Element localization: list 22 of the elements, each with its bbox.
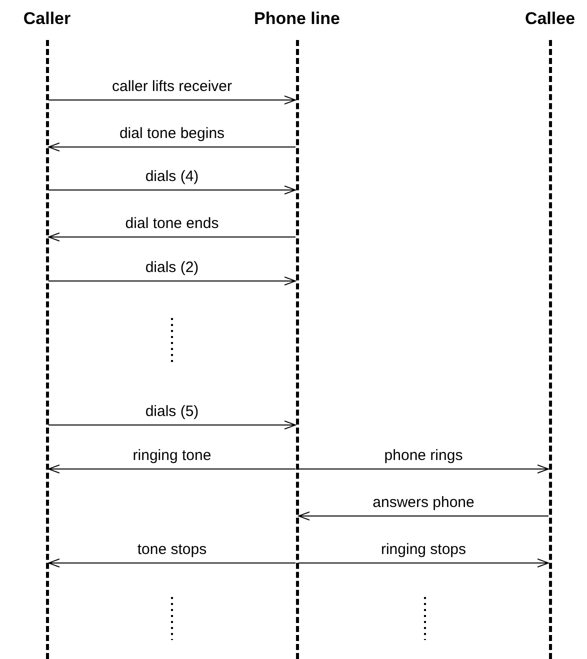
lifeline-title: Caller xyxy=(22,8,72,30)
message-label: tone stops xyxy=(135,541,209,559)
message-arrow xyxy=(48,232,296,242)
message-arrow xyxy=(298,512,549,520)
message-arrow xyxy=(48,558,296,568)
message-arrow xyxy=(48,276,296,286)
message-label: answers phone xyxy=(370,494,476,512)
message-label: dials (4) xyxy=(143,168,201,186)
message-label: dials (2) xyxy=(143,259,201,277)
message-arrow xyxy=(298,464,549,474)
lifeline-title: Phone line xyxy=(253,8,341,30)
message-label: phone rings xyxy=(382,447,465,465)
lifeline-title: Callee xyxy=(524,8,576,30)
message-arrow xyxy=(48,420,296,430)
message-label: ringing tone xyxy=(130,447,214,465)
message-arrow xyxy=(48,186,296,194)
message-arrow xyxy=(48,96,296,104)
message-label: dials (5) xyxy=(143,403,201,421)
message-label: dial tone begins xyxy=(117,125,227,143)
message-arrow xyxy=(298,558,549,568)
message-arrow xyxy=(48,464,296,474)
message-arrow xyxy=(48,142,296,152)
